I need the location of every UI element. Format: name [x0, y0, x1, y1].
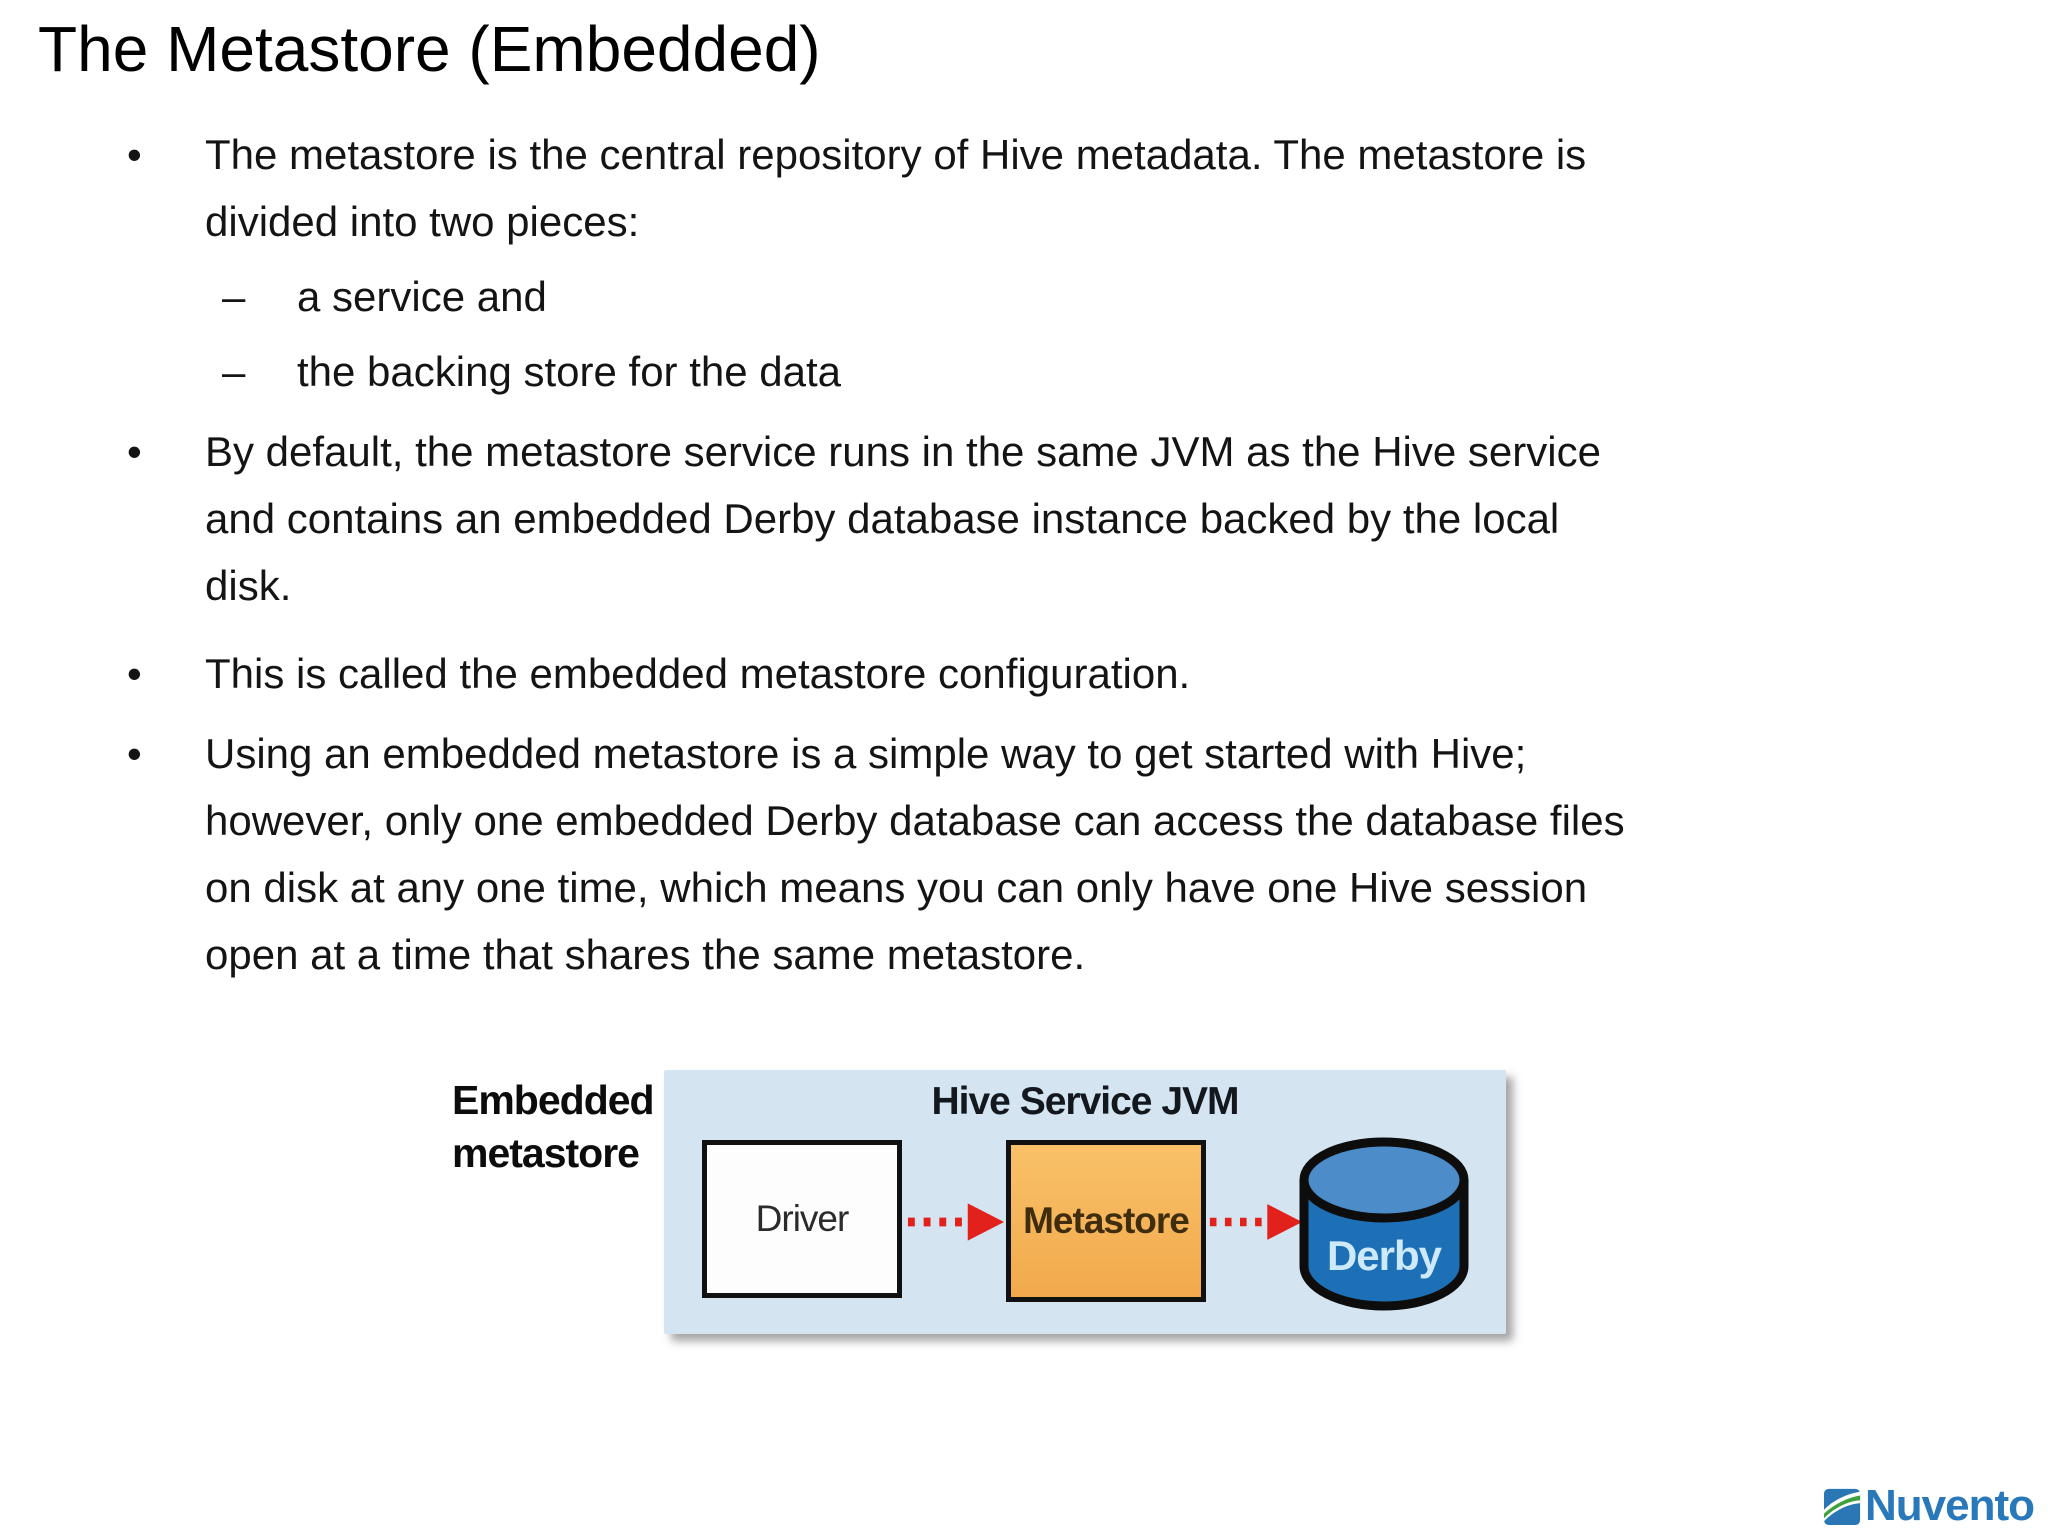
sub-bullet-item: – the backing store for the data — [0, 338, 2048, 405]
bullet-text-line: the backing store for the data — [297, 348, 842, 395]
driver-node-label: Driver — [755, 1198, 850, 1239]
bullet-text-line: however, only one embedded Derby databas… — [205, 797, 1625, 844]
bullet-marker: • — [127, 428, 142, 475]
derby-node-label: Derby — [1327, 1232, 1443, 1279]
metastore-node: Metastore — [1006, 1140, 1206, 1302]
bullet-item: • The metastore is the central repositor… — [0, 121, 2048, 255]
nuvento-logo-text: Nuvento — [1865, 1481, 2035, 1530]
bullet-text-line: This is called the embedded metastore co… — [205, 650, 1191, 697]
bullet-marker: • — [127, 650, 142, 697]
bullet-text-line: The metastore is the central repository … — [205, 131, 1587, 178]
bullet-marker: • — [127, 131, 142, 178]
diagram-side-label: Embedded metastore — [452, 1074, 655, 1180]
dash-marker: – — [222, 348, 246, 395]
slide-title: The Metastore (Embedded) — [38, 13, 821, 85]
bullet-text-line: on disk at any one time, which means you… — [205, 864, 1588, 911]
bullet-list: • The metastore is the central repositor… — [0, 121, 2048, 988]
driver-node: Driver — [702, 1140, 902, 1298]
bullet-text-line: disk. — [205, 562, 292, 609]
bullet-text-line: and contains an embedded Derby database … — [205, 495, 1560, 542]
metastore-node-label: Metastore — [1023, 1200, 1190, 1241]
bullet-text-line: a service and — [297, 273, 547, 320]
dash-marker: – — [222, 273, 246, 320]
bullet-item: • Using an embedded metastore is a simpl… — [0, 720, 2048, 988]
derby-database-node: Derby — [1294, 1128, 1474, 1323]
dotted-arrow-icon — [907, 1203, 1005, 1241]
bullet-item: • This is called the embedded metastore … — [0, 640, 2048, 707]
bullet-text-line: By default, the metastore service runs i… — [205, 428, 1601, 475]
database-cylinder-icon: Derby — [1299, 1137, 1469, 1311]
bullet-text-line: Using an embedded metastore is a simple … — [205, 730, 1527, 777]
nuvento-logo: Nuvento — [1824, 1481, 2035, 1530]
hive-service-jvm-container: Hive Service JVM Driver Metastore Derby — [664, 1070, 1506, 1334]
jvm-container-title: Hive Service JVM — [931, 1080, 1239, 1123]
dotted-arrow-icon — [1209, 1204, 1303, 1240]
diagram-side-label-line: metastore — [452, 1130, 640, 1176]
bullet-item: • By default, the metastore service runs… — [0, 418, 2048, 619]
bullet-marker: • — [127, 730, 142, 777]
nuvento-wave-icon — [1824, 1488, 1861, 1525]
bullet-text-line: open at a time that shares the same meta… — [205, 931, 1086, 978]
sub-bullet-item: – a service and — [0, 263, 2048, 330]
bullet-text-line: divided into two pieces: — [205, 198, 640, 245]
diagram-side-label-line: Embedded — [452, 1077, 655, 1123]
